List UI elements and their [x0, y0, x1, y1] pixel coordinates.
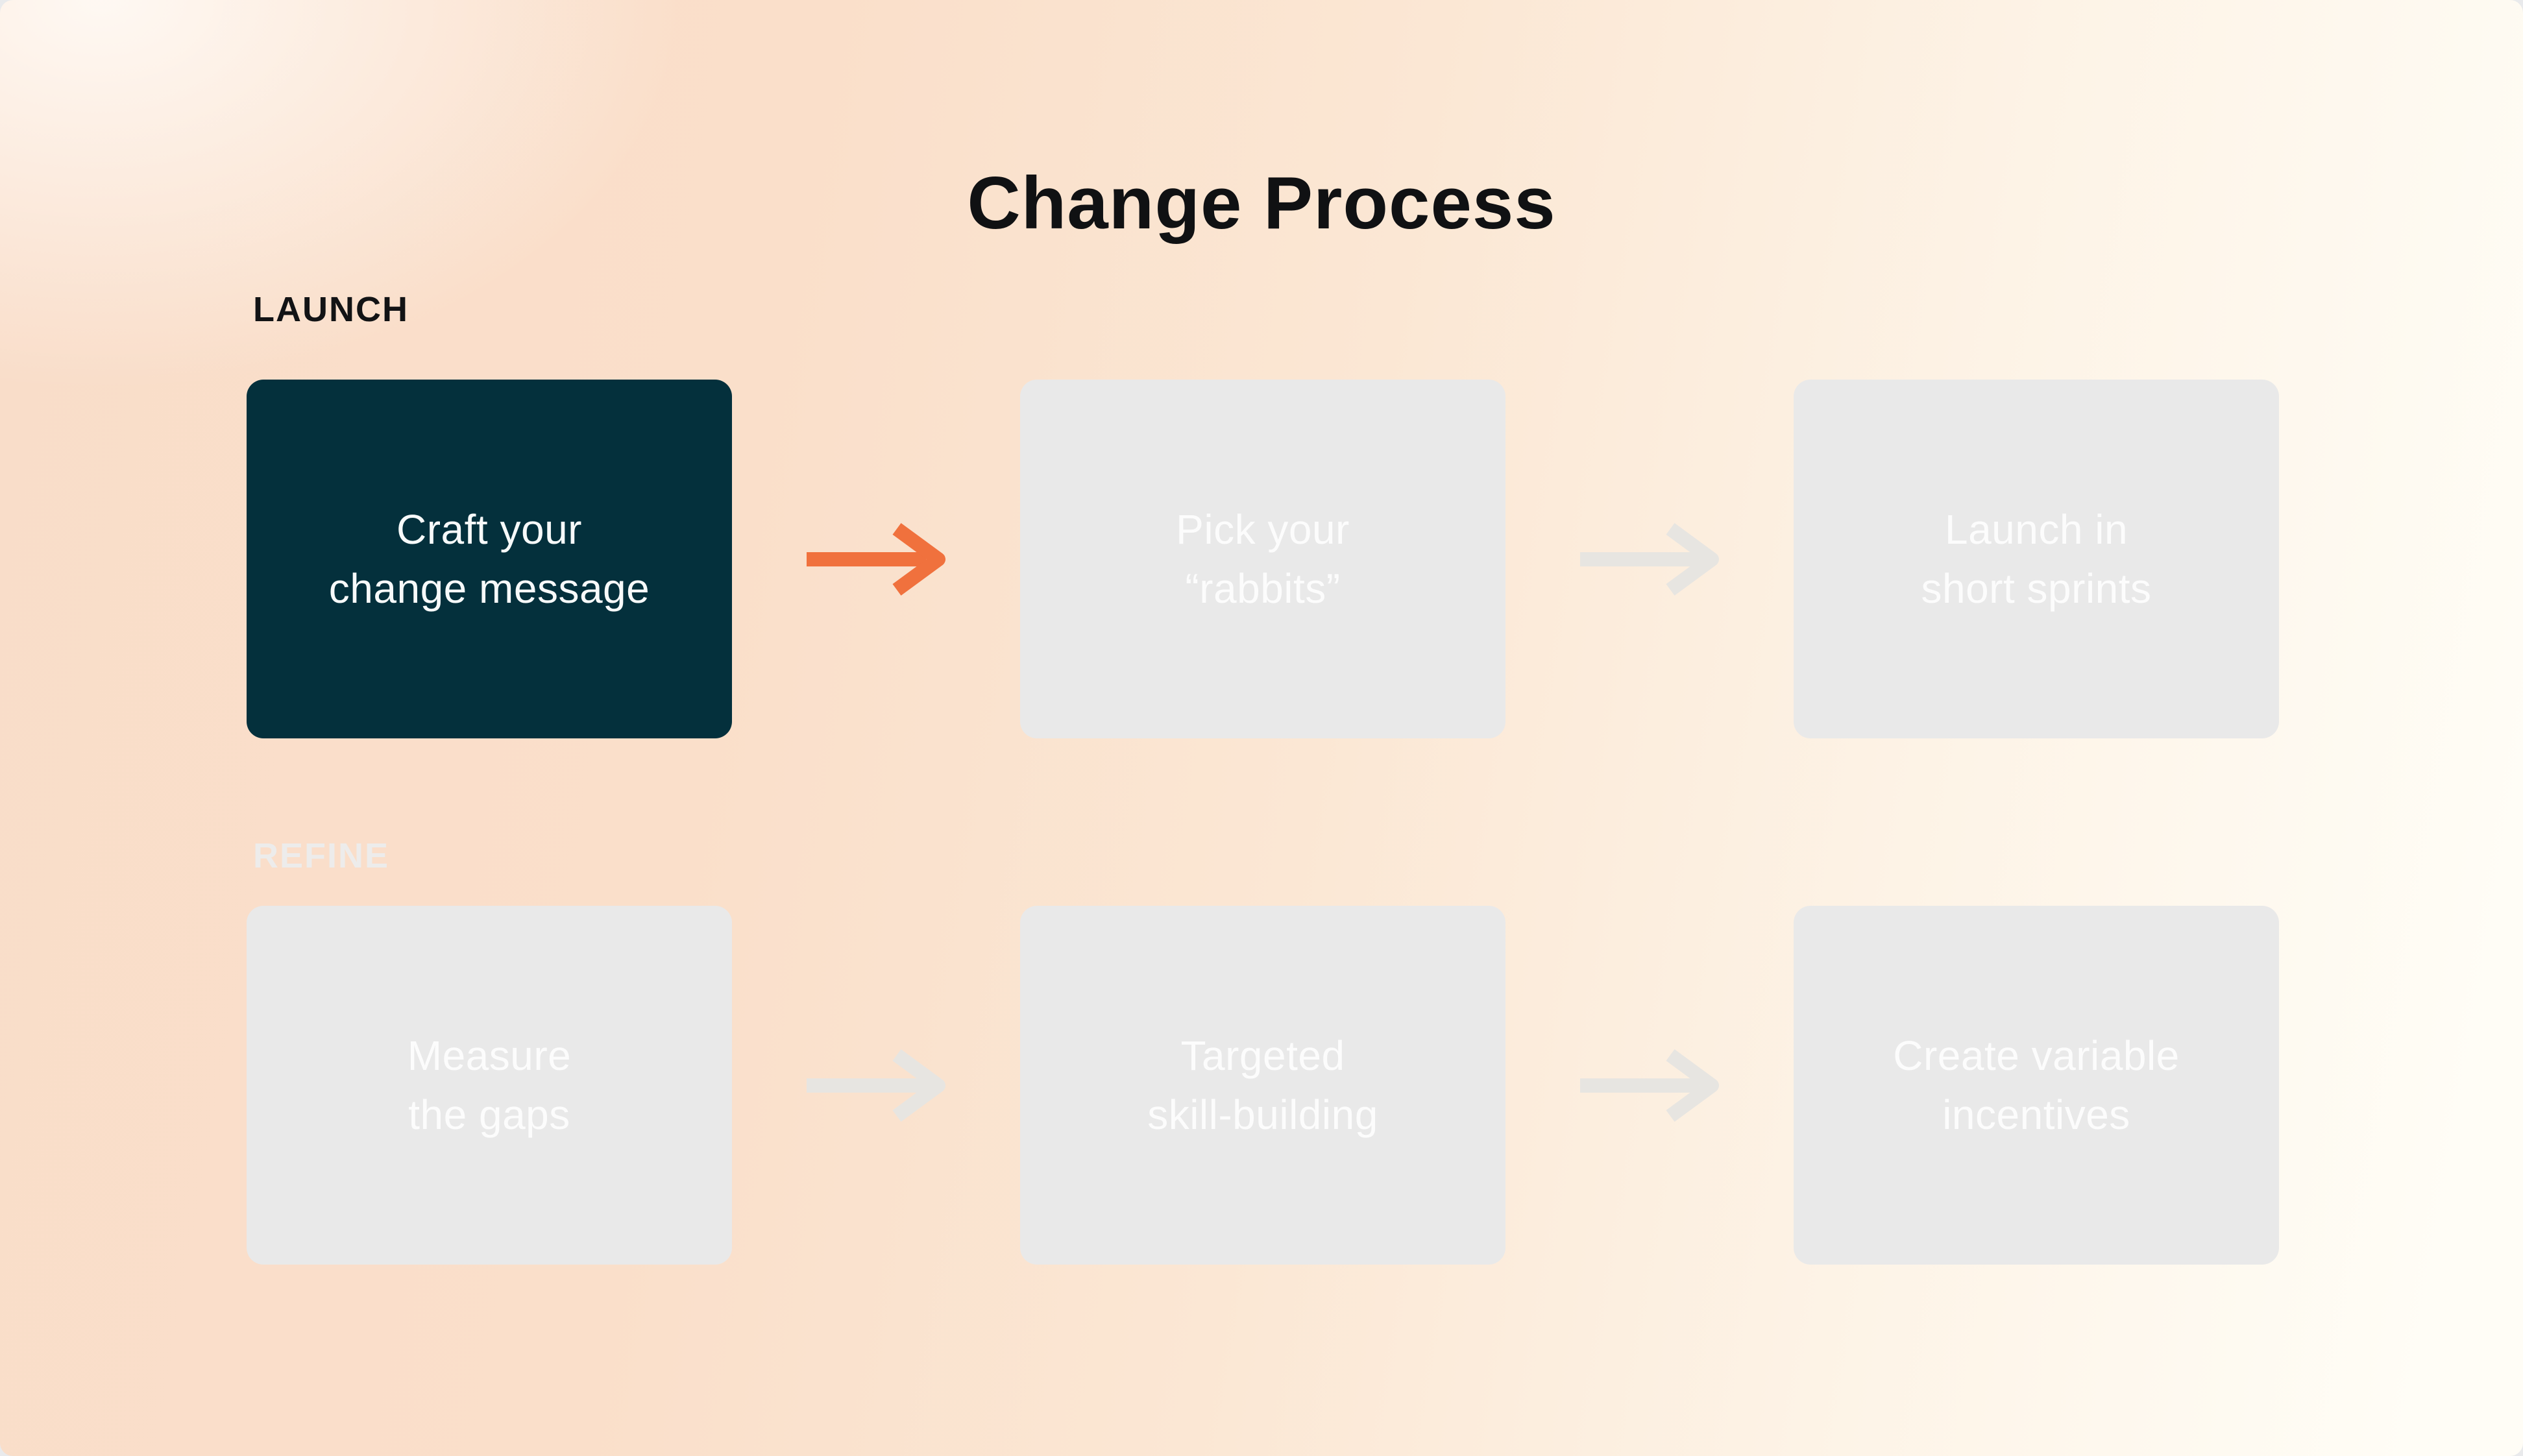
arrow-right-icon — [807, 522, 945, 596]
arrow-gap — [1505, 380, 1794, 738]
step-label-line1: Craft your — [396, 505, 582, 553]
step-label-line2: change message — [328, 564, 650, 612]
step-label-line1: Targeted — [1180, 1032, 1345, 1079]
step-label: Craft your change message — [329, 500, 650, 618]
step-label: Pick your “rabbits” — [1176, 500, 1350, 618]
step-label-line1: Pick your — [1176, 505, 1350, 553]
step-label-line2: short sprints — [1921, 564, 2152, 612]
launch-step-row: Craft your change message Pick your “rab… — [247, 380, 2279, 738]
step-label-line1: Create variable — [1893, 1032, 2180, 1079]
step-label: Targeted skill-building — [1147, 1026, 1378, 1145]
step-label: Launch in short sprints — [1921, 500, 2151, 618]
step-label-line1: Launch in — [1944, 505, 2128, 553]
step-box-pick-your-rabbits: Pick your “rabbits” — [1020, 380, 1505, 738]
step-box-create-variable-incentives: Create variable incentives — [1794, 906, 2279, 1265]
refine-step-row: Measure the gaps Targeted skill-building — [247, 906, 2279, 1265]
step-label-line2: incentives — [1942, 1091, 2130, 1138]
step-box-targeted-skill-building: Targeted skill-building — [1020, 906, 1505, 1265]
arrow-gap — [1505, 906, 1794, 1265]
step-label-line2: skill-building — [1147, 1091, 1378, 1138]
section-label-launch: LAUNCH — [253, 290, 409, 329]
step-label: Measure the gaps — [408, 1026, 572, 1145]
step-label: Create variable incentives — [1893, 1026, 2180, 1145]
step-label-line2: “rabbits” — [1185, 564, 1341, 612]
arrow-right-icon — [1580, 1049, 1719, 1122]
step-box-measure-the-gaps: Measure the gaps — [247, 906, 732, 1265]
page-title: Change Process — [967, 162, 1556, 245]
step-box-launch-in-short-sprints: Launch in short sprints — [1794, 380, 2279, 738]
step-box-craft-your-change-message: Craft your change message — [247, 380, 732, 738]
arrow-gap — [732, 380, 1020, 738]
arrow-gap — [732, 906, 1020, 1265]
arrow-right-icon — [807, 1049, 945, 1122]
step-label-line1: Measure — [407, 1032, 572, 1079]
step-label-line2: the gaps — [408, 1091, 570, 1138]
arrow-right-icon — [1580, 522, 1719, 596]
section-label-refine: REFINE — [253, 836, 390, 875]
